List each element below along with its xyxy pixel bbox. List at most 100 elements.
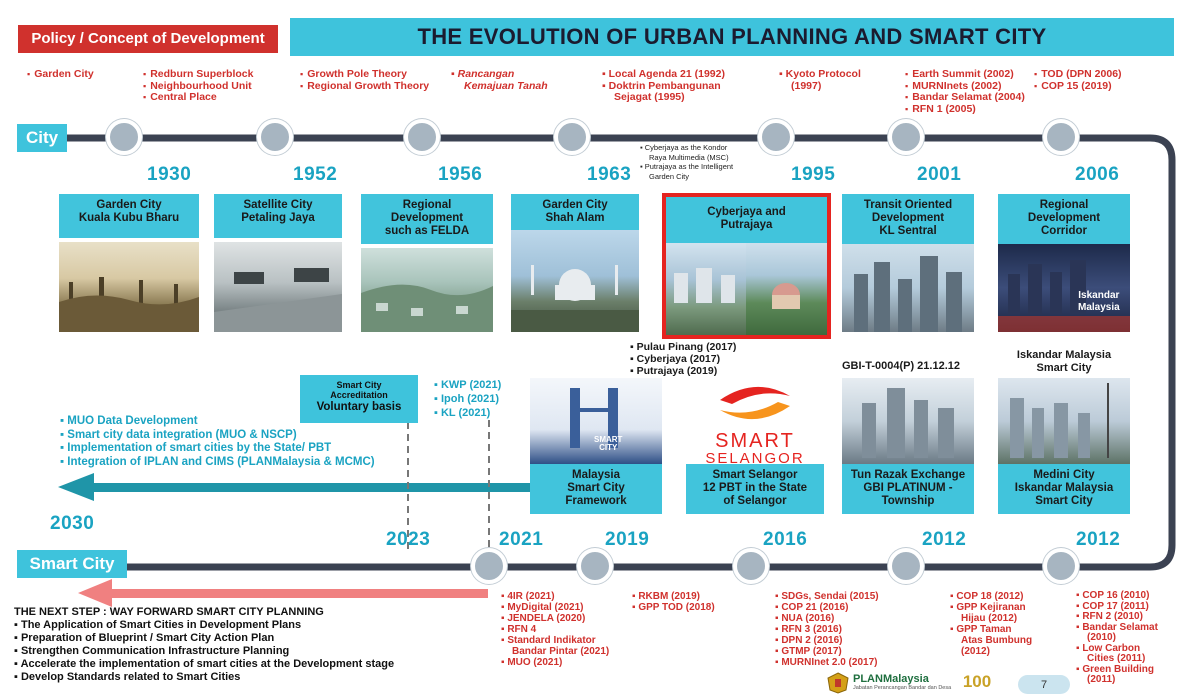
next-step-item: ▪ Develop Standards related to Smart Cit… xyxy=(14,671,241,683)
smart-selangor-icon xyxy=(720,386,790,420)
year-1952: 1952 xyxy=(293,164,338,185)
policy-item: ▪ RFN 4 xyxy=(501,624,537,635)
year-2021: 2021 xyxy=(499,529,544,550)
centenary-logo: 100 xyxy=(960,670,994,694)
policy-item: MURNInets (2002) xyxy=(905,80,1025,93)
policy-item: Central Place xyxy=(143,91,253,104)
year-2006: 2006 xyxy=(1075,164,1120,185)
selangor-item: ▪ Pulau Pinang (2017) xyxy=(630,341,737,353)
card-title: such as FELDA xyxy=(384,225,470,237)
coat-of-arms-icon xyxy=(826,672,850,694)
planmalaysia-logo: PLANMalaysia Jabatan Perancangan Bandar … xyxy=(853,673,951,692)
timeline-node-2021 xyxy=(471,548,507,584)
timeline-node-1963 xyxy=(554,119,590,155)
centenary-number: 100 xyxy=(962,672,992,691)
city-item: ▪ KWP (2021) xyxy=(434,379,502,391)
policy-item: ▪ SDGs, Sendai (2015) xyxy=(775,591,879,602)
policy-item: ▪ RKBM (2019) xyxy=(632,591,701,602)
card-title: GBI PLATINUM - xyxy=(863,482,953,494)
photo-cyberjaya xyxy=(666,243,746,335)
card-felda: Regional Development such as FELDA xyxy=(361,194,493,244)
policy-item: ▪ DPN 2 (2016) xyxy=(775,635,843,646)
timeline-node-1930 xyxy=(106,119,142,155)
policy-item: ▪ GPP Kejiranan xyxy=(950,602,1026,613)
framework-logo: SMART CITY xyxy=(594,436,622,452)
city-label: City xyxy=(17,124,67,152)
policy-item: ▪ MyDigital (2021) xyxy=(501,602,584,613)
policy-item: Earth Summit (2002) xyxy=(905,68,1025,81)
policy-item: ▪ Green Building xyxy=(1076,663,1154,675)
card-title: Smart City xyxy=(567,482,625,494)
card-title: Satellite City xyxy=(243,199,313,211)
label-line: Smart City xyxy=(1036,362,1092,374)
page-title: THE EVOLUTION OF URBAN PLANNING AND SMAR… xyxy=(417,24,1047,49)
page-number-badge: 7 xyxy=(1018,675,1070,694)
policy-item: Growth Pole Theory xyxy=(300,68,429,81)
policy-item: ▪ MURNInet 2.0 (2017) xyxy=(775,657,878,668)
title-banner: THE EVOLUTION OF URBAN PLANNING AND SMAR… xyxy=(290,18,1174,56)
policy-item-cont: (2011) xyxy=(1087,674,1116,685)
next-step-heading: THE NEXT STEP : WAY FORWARD SMART CITY P… xyxy=(14,606,324,618)
card-title: Shah Alam xyxy=(545,212,605,224)
policy-item: ▪ Local Agenda 21 (1992) xyxy=(602,68,725,80)
policy-item: Neighbourhood Unit xyxy=(143,80,253,93)
planmalaysia-logo-sub: Jabatan Perancangan Bandar dan Desa xyxy=(853,685,952,691)
policy-item: RFN 1 (2005) xyxy=(905,103,1025,116)
card-title: of Selangor xyxy=(723,495,787,507)
timeline-node-2016 xyxy=(733,548,769,584)
accreditation-line: Smart City xyxy=(336,380,382,390)
policy-list-1930: Garden City xyxy=(27,68,94,81)
card-medini: Medini City Iskandar Malaysia Smart City xyxy=(998,464,1130,514)
label-line: Iskandar Malaysia xyxy=(1016,349,1112,361)
policy-item: ▪ COP 17 (2011) xyxy=(1076,600,1149,612)
policy-item: ▪ RFN 3 (2016) xyxy=(775,624,842,635)
year-2012-medini: 2012 xyxy=(1076,529,1121,550)
muo-item: ▪ Smart city data integration (MUO & NSC… xyxy=(60,428,297,441)
policy-item: ▪ COP 18 (2012) xyxy=(950,591,1024,602)
card-title: Regional xyxy=(1039,199,1089,211)
policy-item: ▪ Low Carbon xyxy=(1076,642,1141,654)
card-cyberjaya: Cyberjaya and Putrajaya xyxy=(666,197,827,243)
policy-item-cont: Hijau (2012) xyxy=(961,613,1018,624)
iskandar-smart-label: Iskandar Malaysia Smart City xyxy=(998,349,1130,375)
card-title: Putrajaya xyxy=(720,219,773,231)
year-1995: 1995 xyxy=(791,164,836,185)
policy-item-cont: (2010) xyxy=(1087,632,1116,643)
policy-item: ▪ GPP Taman xyxy=(950,624,1012,635)
year-1930: 1930 xyxy=(147,164,192,185)
framework-logo-line: SMART xyxy=(594,435,623,444)
policy-item: ▪ MUO (2021) xyxy=(501,657,563,668)
policy-list-1963: ▪ Local Agenda 21 (1992) ▪ Doktrin Pemba… xyxy=(602,68,725,104)
card-title: Corridor xyxy=(1041,225,1087,237)
photo-petaling-jaya xyxy=(214,242,342,332)
photo-framework: SMART CITY xyxy=(530,378,662,464)
smart-logo-line: SMART xyxy=(715,430,795,452)
next-step-item: ▪ Accelerate the implementation of smart… xyxy=(14,658,395,670)
photo-trx xyxy=(842,378,974,464)
selangor-item: ▪ Cyberjaya (2017) xyxy=(630,353,721,365)
year-2016: 2016 xyxy=(763,529,808,550)
photo-medini xyxy=(998,378,1130,464)
card-regional-corridor: Regional Development Corridor xyxy=(998,194,1130,244)
policy-item-cont: (1997) xyxy=(791,79,822,92)
accreditation-line: Voluntary basis xyxy=(316,401,402,413)
photo-iskandar: Iskandar Malaysia xyxy=(998,244,1130,332)
policy-item: Bandar Selamat (2004) xyxy=(905,91,1025,104)
policy-item-cont: Atas Bumbung xyxy=(961,635,1033,646)
policy-list-2021: ▪ 4IR (2021) ▪ MyDigital (2021) ▪ JENDEL… xyxy=(501,591,609,668)
policy-list-1956: Growth Pole Theory Regional Growth Theor… xyxy=(300,68,429,92)
policy-item: ▪ Standard Indikator xyxy=(501,635,596,646)
policy-item: ▪ Bandar Selamat xyxy=(1076,621,1158,633)
timeline-node-1956 xyxy=(404,119,440,155)
policy-list-rancangan: ▪ Rancangan Kemajuan Tanah xyxy=(451,68,548,92)
timeline-node-2012-medini xyxy=(1043,548,1079,584)
note-item: ▪ Cyberjaya as the Kondor xyxy=(640,143,728,152)
year-2023: 2023 xyxy=(386,529,431,550)
card-title: 12 PBT in the State xyxy=(702,482,808,494)
card-title: Kuala Kubu Bharu xyxy=(78,212,180,224)
card-title: KL Sentral xyxy=(879,225,937,237)
policy-list-2012-trx: ▪ COP 18 (2012) ▪ GPP Kejiranan Hijau (2… xyxy=(950,591,1032,657)
photo-kl-sentral xyxy=(842,244,974,332)
muo-list: ▪ MUO Data Development ▪ Smart city data… xyxy=(60,415,375,469)
policy-item: ▪ Doktrin Pembangunan xyxy=(602,79,721,92)
